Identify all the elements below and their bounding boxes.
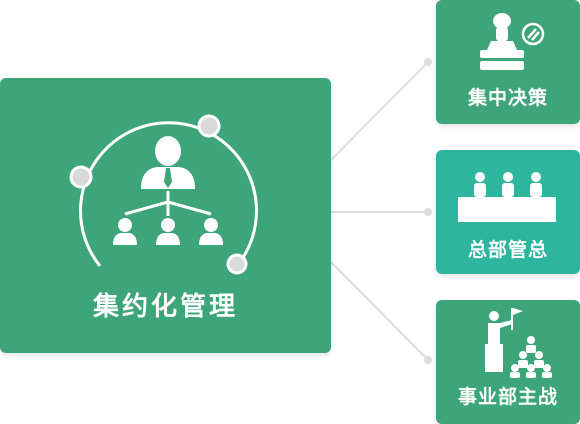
card-business-unit-battle: 事业部主战 bbox=[436, 300, 580, 424]
connector-top bbox=[330, 61, 429, 161]
orbit-dot-top-right bbox=[197, 114, 221, 138]
seal-stamp-icon bbox=[480, 13, 545, 70]
team-member-icon-left bbox=[113, 218, 137, 245]
team-member-icon-right bbox=[199, 218, 223, 245]
main-title: 集约化管理 bbox=[92, 292, 238, 322]
orbit-dot-left bbox=[69, 165, 93, 189]
connector-top-dot bbox=[424, 58, 432, 66]
branch-lines bbox=[124, 191, 212, 216]
card-label-headquarters-management: 总部管总 bbox=[467, 239, 548, 261]
leader-person-icon bbox=[141, 136, 195, 189]
card-label-business-unit-battle: 事业部主战 bbox=[457, 386, 558, 408]
conference-table-icon bbox=[458, 172, 556, 222]
card-label-centralized-decision: 集中决策 bbox=[467, 87, 548, 109]
team-member-icon-center bbox=[156, 218, 180, 245]
seal-mark-icon bbox=[521, 22, 545, 46]
orbit-dot-bottom-right bbox=[226, 253, 248, 275]
card-headquarters-management: 总部管总 bbox=[436, 150, 580, 274]
hierarchy-icon bbox=[69, 114, 258, 275]
connector-bot bbox=[330, 261, 429, 361]
orbit-arc bbox=[79, 121, 258, 267]
connector-bot-dot bbox=[424, 356, 432, 364]
flag-leader-icon bbox=[485, 308, 552, 378]
main-card: 集约化管理 bbox=[0, 78, 331, 353]
connector-mid-dot bbox=[424, 208, 432, 216]
card-centralized-decision: 集中决策 bbox=[436, 0, 580, 124]
